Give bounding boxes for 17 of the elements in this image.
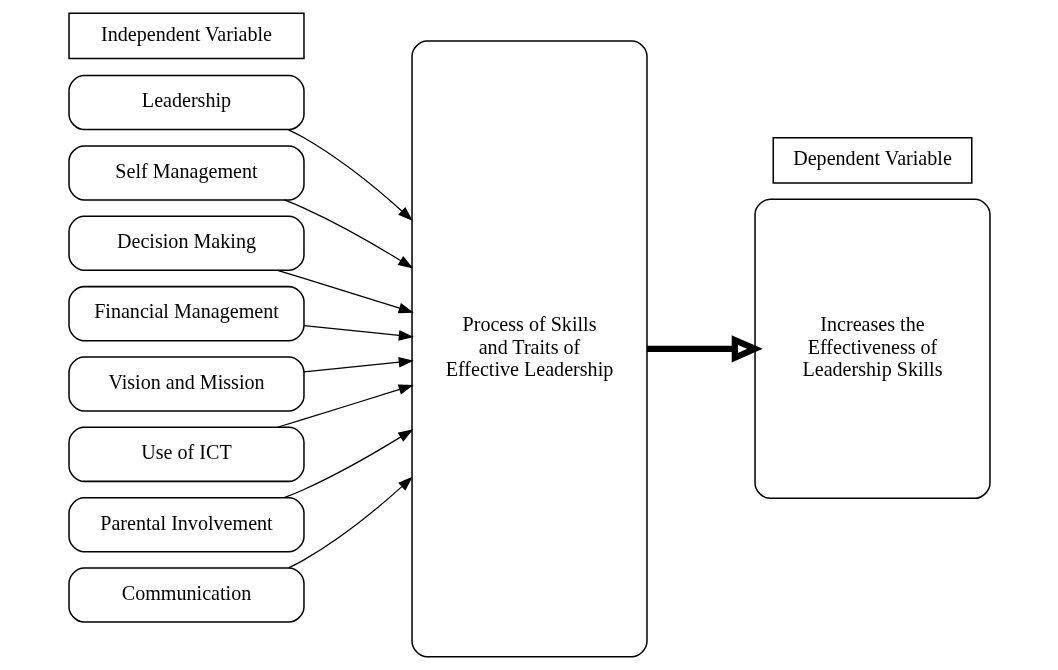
arrow	[302, 356, 414, 373]
node-box: Parental Involvement	[67, 496, 305, 553]
arrow	[646, 335, 763, 363]
node-box: Increases the Effectiveness of Leadership Skills	[753, 198, 991, 500]
node-box: Communication	[67, 567, 305, 623]
node-box: Financial Management	[67, 285, 305, 342]
node-box: Process of Skills and Traits of Effective Leadership	[410, 40, 648, 658]
arrow	[287, 476, 413, 569]
arrow	[302, 325, 414, 341]
node-box: Independent Variable	[67, 12, 305, 60]
node-box: Dependent Variable	[772, 137, 972, 184]
node-box: Vision and Mission	[67, 356, 305, 412]
node-box: Self Management	[67, 145, 305, 201]
arrow	[287, 129, 413, 222]
node-box: Leadership	[67, 74, 305, 131]
node-box: Use of ICT	[67, 426, 305, 483]
node-box: Decision Making	[67, 215, 305, 272]
